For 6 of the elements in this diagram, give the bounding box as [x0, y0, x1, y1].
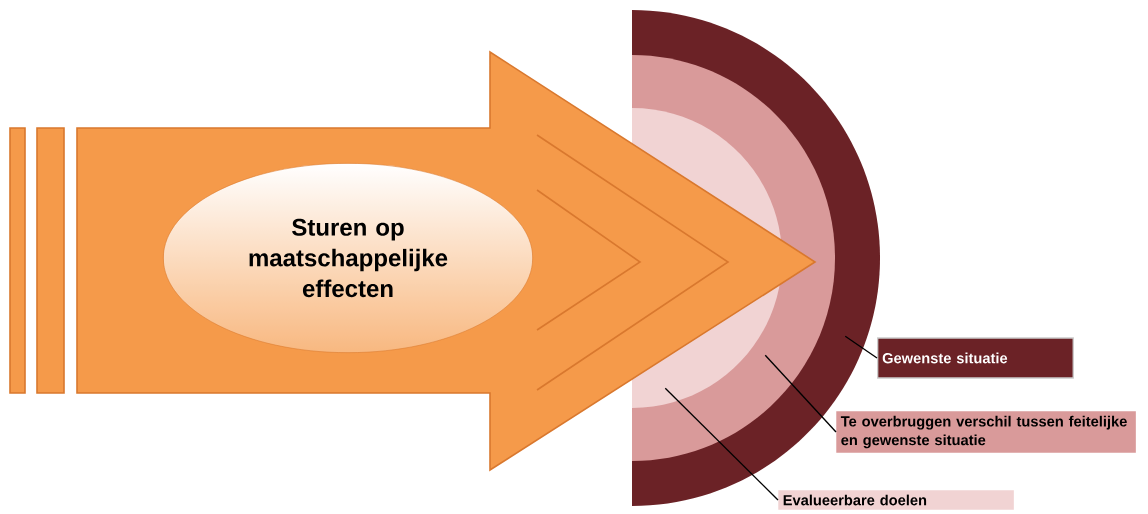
leader-line [764, 354, 837, 433]
callout-box: Evalueerbare doelen [778, 490, 1014, 510]
callout-box: Gewenste situatie [877, 337, 1074, 379]
leader-line [664, 387, 779, 501]
leader-line [844, 335, 878, 359]
callout-box: Te overbruggen verschil tussen feitelijke en gewenste situatie [836, 411, 1136, 453]
